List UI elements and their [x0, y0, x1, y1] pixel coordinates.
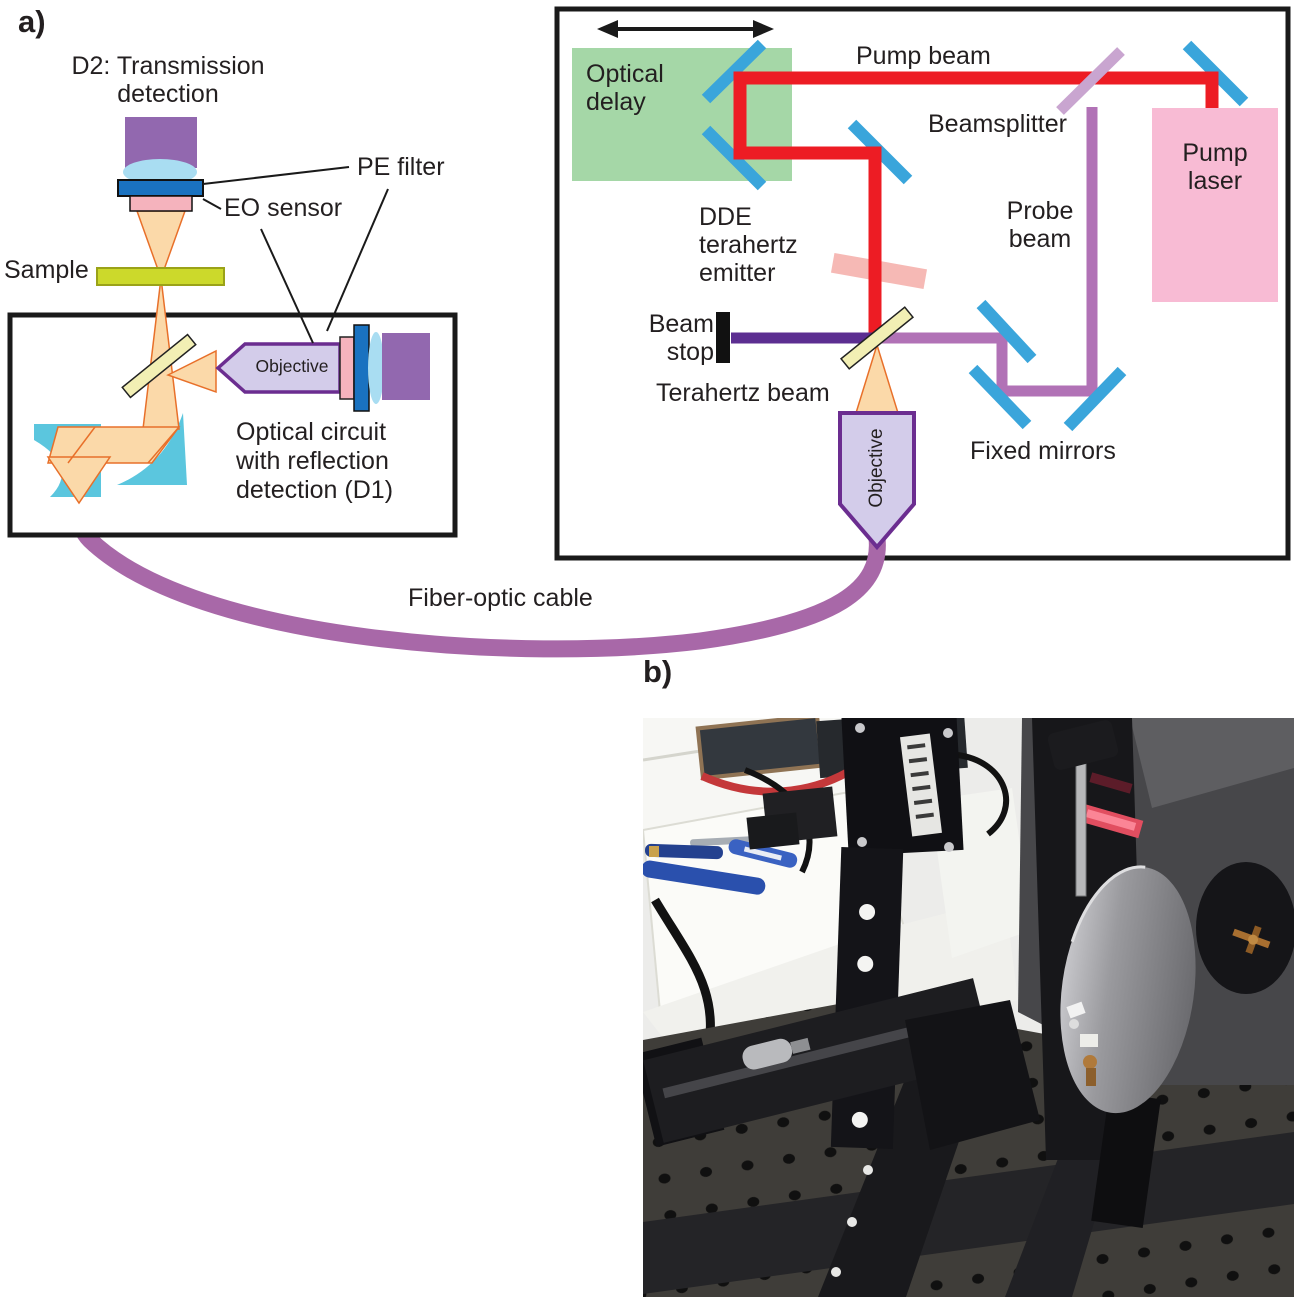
- d1-pellicle-beamsplitter: [121, 333, 197, 399]
- optical-delay-label: Optical delay: [586, 60, 664, 116]
- pump-laser-box: [1152, 108, 1278, 302]
- beam-crease-1: [147, 426, 180, 464]
- photo-sample-disc: [1060, 865, 1196, 1228]
- fixed-mirror-2: [968, 364, 1032, 430]
- beam-stop-block: [716, 312, 730, 363]
- sample-label: Sample: [4, 256, 89, 284]
- photo-pens: [643, 834, 798, 895]
- beam-folded-band: [47, 426, 181, 464]
- d1-detector: [382, 333, 430, 400]
- panel-b-tag: b): [643, 654, 673, 689]
- photo-post-clamp: [1047, 720, 1119, 897]
- beam-cone-from-objective: [166, 349, 217, 394]
- d1-eo-sensor: [339, 336, 355, 400]
- photo-stage-label: [900, 733, 942, 837]
- photo-brass-screw: [1232, 925, 1271, 955]
- scanning-objective-label: Objective: [866, 428, 887, 508]
- ir-beam-group: [46, 210, 217, 505]
- beamsplitter-label: Beamsplitter: [928, 110, 1067, 138]
- d1-collection-lens: [368, 332, 384, 404]
- d2-pe-filter: [117, 179, 204, 197]
- optical-circuit-label: Optical circuit with reflection detectio…: [236, 418, 394, 504]
- beam-exit-wedge: [46, 456, 112, 505]
- pump-beam-label: Pump beam: [856, 42, 991, 70]
- photo-thumbscrew: [1066, 1001, 1086, 1019]
- fixed-mirrors-label: Fixed mirrors: [970, 437, 1116, 465]
- photo-vertical-rail: [830, 847, 904, 1149]
- photo-cross-stage: [643, 978, 994, 1147]
- pump-probe-beamsplitter: [1056, 47, 1125, 115]
- terahertz-beam-label: Terahertz beam: [656, 379, 830, 407]
- thz-probe-combiner: [839, 306, 915, 370]
- d2-collection-lens: [123, 159, 197, 185]
- sample-bar: [96, 267, 225, 286]
- scanning-objective: [838, 411, 916, 551]
- eo-sensor-pointer-d1: [260, 228, 314, 344]
- photo-stage-tower: [643, 718, 1040, 1150]
- beam-fold-creases: [67, 426, 180, 464]
- pump-laser-label: Pump laser: [1182, 139, 1248, 195]
- fixed-mirror-1: [976, 299, 1037, 364]
- eo-sensor-pointer-d2: [202, 198, 222, 210]
- eo-sensor-label: EO sensor: [224, 194, 343, 222]
- pe-filter-pointer-d2: [202, 166, 350, 185]
- beam-crease-2: [67, 426, 96, 464]
- fiber-optic-cable: [67, 496, 886, 658]
- fiber-cable-label: Fiber-optic cable: [408, 584, 593, 612]
- annotation-lines: [202, 166, 389, 344]
- delay-translation-arrow-icon: [597, 20, 774, 38]
- d1-objective-label: Objective: [255, 356, 329, 376]
- d2-detector-label: D2: Transmission detection: [71, 52, 265, 108]
- probe-beam-label: Probe beam: [1006, 197, 1074, 253]
- beam-stop-label: Beam stop: [648, 310, 714, 366]
- dde-emitter-label: DDE terahertz emitter: [699, 203, 798, 287]
- photo-lab-setup: [643, 718, 1294, 1297]
- d2-eo-sensor: [129, 195, 193, 212]
- photo-port-hole: [1196, 862, 1294, 994]
- d1-pe-filter: [353, 324, 370, 412]
- fixed-mirror-3: [1063, 366, 1127, 432]
- parabolic-mirror-right: [117, 413, 187, 485]
- pump-beam-path: [733, 71, 1219, 339]
- panel-a-tag: a): [18, 4, 46, 39]
- pe-filter-label: PE filter: [357, 153, 445, 181]
- fixed-mirror-group: [968, 299, 1127, 432]
- photo-micrometer: [742, 1038, 793, 1070]
- pe-filter-pointer-d1: [326, 188, 389, 332]
